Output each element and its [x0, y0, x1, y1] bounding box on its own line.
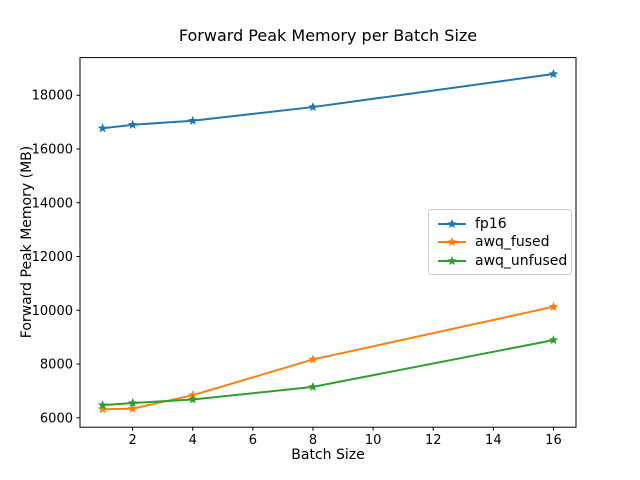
axes-border: [79, 57, 577, 428]
chart-title: Forward Peak Memory per Batch Size: [178, 26, 478, 45]
data-point-awq_unfused: [97, 400, 108, 410]
y-tick-label: 10000: [32, 304, 73, 319]
legend-item-awq_unfused: awq_unfused: [437, 254, 567, 268]
legend-label: awq_fused: [475, 234, 550, 250]
x-tick-label: 4: [189, 433, 197, 448]
x-tick-label: 2: [128, 433, 136, 448]
x-tick-label: 6: [249, 433, 257, 448]
data-point-fp16: [548, 69, 559, 79]
data-point-fp16: [308, 102, 318, 112]
series-line-awq_fused: [101, 305, 555, 411]
data-point-awq_unfused: [187, 394, 198, 404]
data-point-fp16: [97, 123, 108, 133]
legend-item-awq_fused: awq_fused: [437, 235, 563, 249]
y-tick-label: 18000: [32, 89, 73, 104]
data-point-awq_unfused: [308, 381, 318, 391]
x-tick-label: 10: [365, 433, 382, 448]
x-tick-label: 8: [309, 433, 317, 448]
series-line-awq_unfused: [101, 339, 555, 407]
x-tick-label: 16: [545, 433, 562, 448]
y-tick-label: 16000: [32, 142, 73, 157]
y-tick-label: 8000: [40, 358, 73, 373]
legend-line-sample-icon: [438, 255, 466, 265]
data-point-awq_fused: [97, 404, 108, 414]
legend-label: fp16: [475, 215, 507, 232]
legend-line-sample-icon: [438, 237, 466, 247]
x-axis-label: Batch Size: [291, 447, 365, 463]
data-point-fp16: [187, 115, 198, 125]
data-point-awq_unfused: [127, 398, 138, 408]
data-point-awq_fused: [127, 403, 138, 413]
x-tick-label: 14: [485, 433, 502, 448]
y-tick-label: 6000: [40, 411, 73, 426]
legend-label: awq_unfused: [475, 252, 568, 269]
y-tick-label: 14000: [32, 196, 73, 211]
data-point-awq_fused: [308, 354, 318, 364]
x-tick-label: 12: [425, 433, 442, 448]
series-line-fp16: [101, 73, 555, 130]
y-tick-label: 12000: [32, 250, 73, 265]
legend-line-sample-icon: [438, 218, 466, 228]
data-point-awq_fused: [548, 301, 559, 311]
data-point-awq_unfused: [548, 335, 559, 345]
legend-item-fp16: fp16: [437, 217, 563, 231]
legend: fp16 awq_fused awq_unfused: [428, 209, 572, 275]
data-point-fp16: [127, 119, 138, 129]
